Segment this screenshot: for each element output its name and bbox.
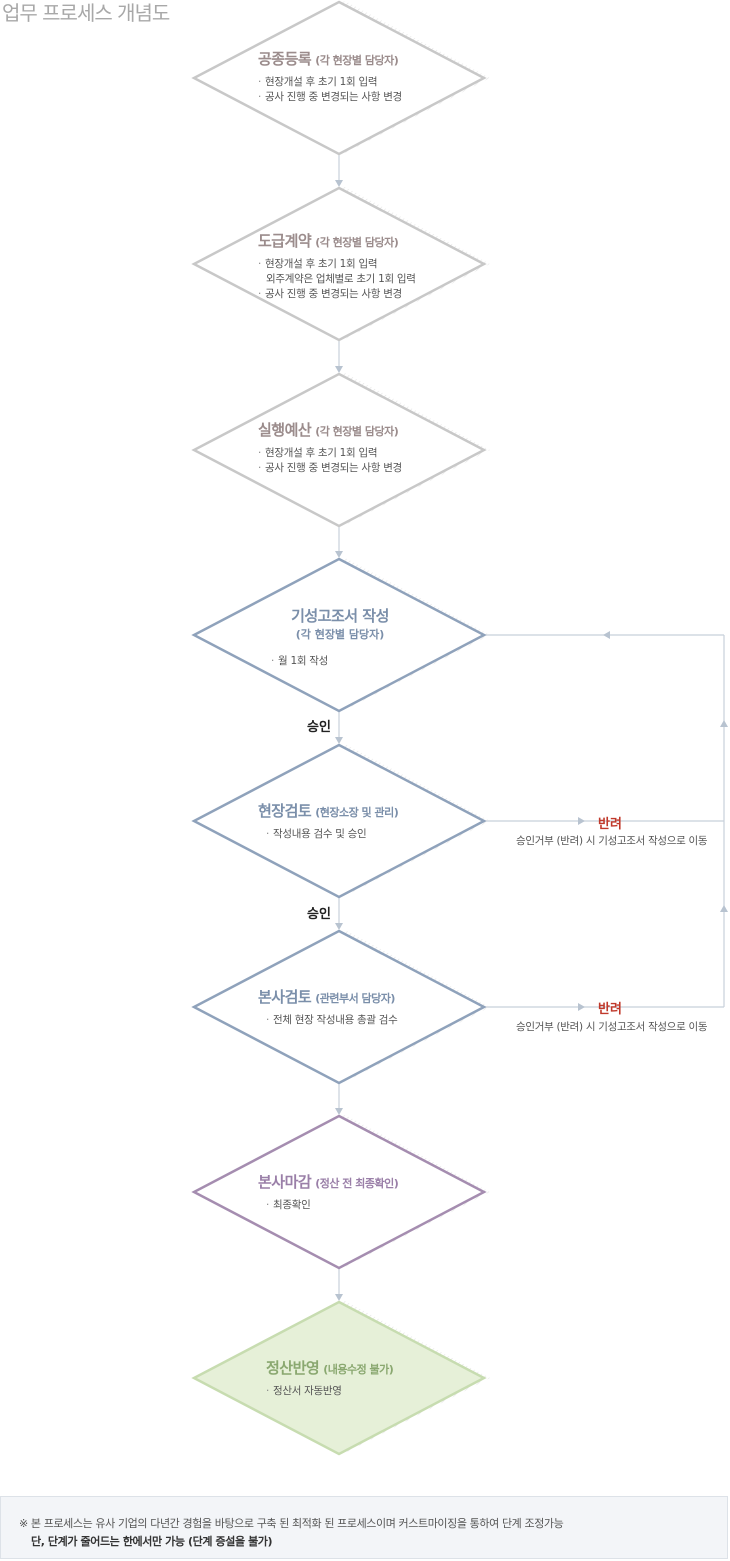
- node-0: 공종등록(각 현장별 담당자) 현장개설 후 초기 1회 입력 공사 진행 중 …: [258, 48, 548, 105]
- node-subtitle: (각 현장별 담당자): [315, 54, 399, 67]
- approve-label: 승인: [307, 907, 331, 922]
- node-title: 공종등록: [258, 50, 312, 68]
- diamond-node-shape: [191, 929, 487, 1085]
- return-arrowhead: [720, 720, 728, 727]
- node-item: 공사 진행 중 변경되는 사항 변경: [258, 90, 548, 105]
- node-title: 현장검토: [258, 802, 312, 820]
- reject-description: 승인거부 (반려) 시 기성고조서 작성으로 이동: [516, 1021, 708, 1033]
- return-arrowhead: [720, 905, 728, 912]
- reject-description: 승인거부 (반려) 시 기성고조서 작성으로 이동: [516, 835, 708, 847]
- node-2: 실행예산(각 현장별 담당자) 현장개설 후 초기 1회 입력 공사 진행 중 …: [258, 419, 548, 476]
- node-item: 전체 현장 작성내용 총괄 검수: [266, 1013, 548, 1028]
- diamond-node-shape: [191, 743, 487, 899]
- node-title: 본사마감: [258, 1173, 312, 1191]
- connector-arrowhead: [335, 366, 343, 373]
- reject-label: 반려: [598, 817, 622, 832]
- node-title: 도급계약: [258, 232, 312, 250]
- node-title: 실행예산: [258, 421, 312, 439]
- node-item: 공사 진행 중 변경되는 사항 변경: [258, 461, 548, 476]
- node-subtitle: (현장소장 및 관리): [315, 806, 399, 819]
- node-3: 기성고조서 작성 (각 현장별 담당자) 월 1회 작성: [265, 605, 555, 669]
- connector-arrowhead: [335, 923, 343, 930]
- footer-note-line: 단, 단계가 줄어드는 한에서만 가능 (단계 증설을 불가): [31, 1535, 273, 1548]
- node-subtitle: (내용수정 불가): [323, 1363, 394, 1376]
- node-title: 정산반영: [266, 1359, 320, 1377]
- node-item: 최종확인: [266, 1198, 548, 1213]
- node-item: 작성내용 검수 및 승인: [266, 827, 548, 842]
- reject-label: 반려: [598, 1002, 622, 1017]
- node-item: 현장개설 후 초기 1회 입력: [258, 75, 548, 90]
- node-4: 현장검토(현장소장 및 관리) 작성내용 검수 및 승인: [258, 800, 548, 842]
- connector-arrowhead: [335, 1294, 343, 1301]
- flow-diagram: [191, 0, 728, 1456]
- diamond-node-shape: [191, 1300, 487, 1456]
- node-item: 월 1회 작성: [271, 654, 555, 669]
- node-title: 본사검토: [258, 988, 312, 1006]
- node-item: 현장개설 후 초기 1회 입력: [258, 257, 548, 272]
- page-title: 업무 프로세스 개념도: [2, 1, 170, 25]
- node-subtitle: (각 현장별 담당자): [315, 236, 399, 249]
- connector-arrowhead: [335, 551, 343, 558]
- return-arrowhead: [603, 631, 610, 639]
- connector-arrowhead: [335, 1108, 343, 1115]
- node-5: 본사검토(관련부서 담당자) 전체 현장 작성내용 총괄 검수: [258, 986, 548, 1028]
- node-item: 현장개설 후 초기 1회 입력: [258, 446, 548, 461]
- footer-note: ※ 본 프로세스는 유사 기업의 다년간 경험을 바탕으로 구축 된 최적화 된…: [0, 1496, 728, 1559]
- node-1: 도급계약(각 현장별 담당자) 현장개설 후 초기 1회 입력 외주계약은 업체…: [258, 230, 548, 302]
- node-subtitle: (정산 전 최종확인): [315, 1177, 399, 1190]
- node-6: 본사마감(정산 전 최종확인) 최종확인: [258, 1171, 548, 1213]
- diamond-node-shape: [191, 1114, 487, 1270]
- node-item: 외주계약은 업체별로 초기 1회 입력: [266, 273, 416, 285]
- reject-arrowhead: [578, 1003, 585, 1011]
- node-subtitle: (각 현장별 담당자): [315, 425, 399, 438]
- approve-label: 승인: [307, 720, 331, 735]
- node-7: 정산반영(내용수정 불가) 정산서 자동반영: [266, 1357, 556, 1399]
- connector-arrowhead: [335, 180, 343, 187]
- diamond-node-shape: [191, 557, 487, 713]
- footer-note-line: ※ 본 프로세스는 유사 기업의 다년간 경험을 바탕으로 구축 된 최적화 된…: [19, 1517, 564, 1530]
- node-item: 공사 진행 중 변경되는 사항 변경: [258, 287, 548, 302]
- node-subtitle: (각 현장별 담당자): [295, 628, 385, 641]
- node-title: 기성고조서 작성: [291, 607, 389, 625]
- node-item: 정산서 자동반영: [266, 1384, 556, 1399]
- reject-arrowhead: [578, 817, 585, 825]
- node-subtitle: (관련부서 담당자): [315, 992, 395, 1005]
- connector-arrowhead: [335, 737, 343, 744]
